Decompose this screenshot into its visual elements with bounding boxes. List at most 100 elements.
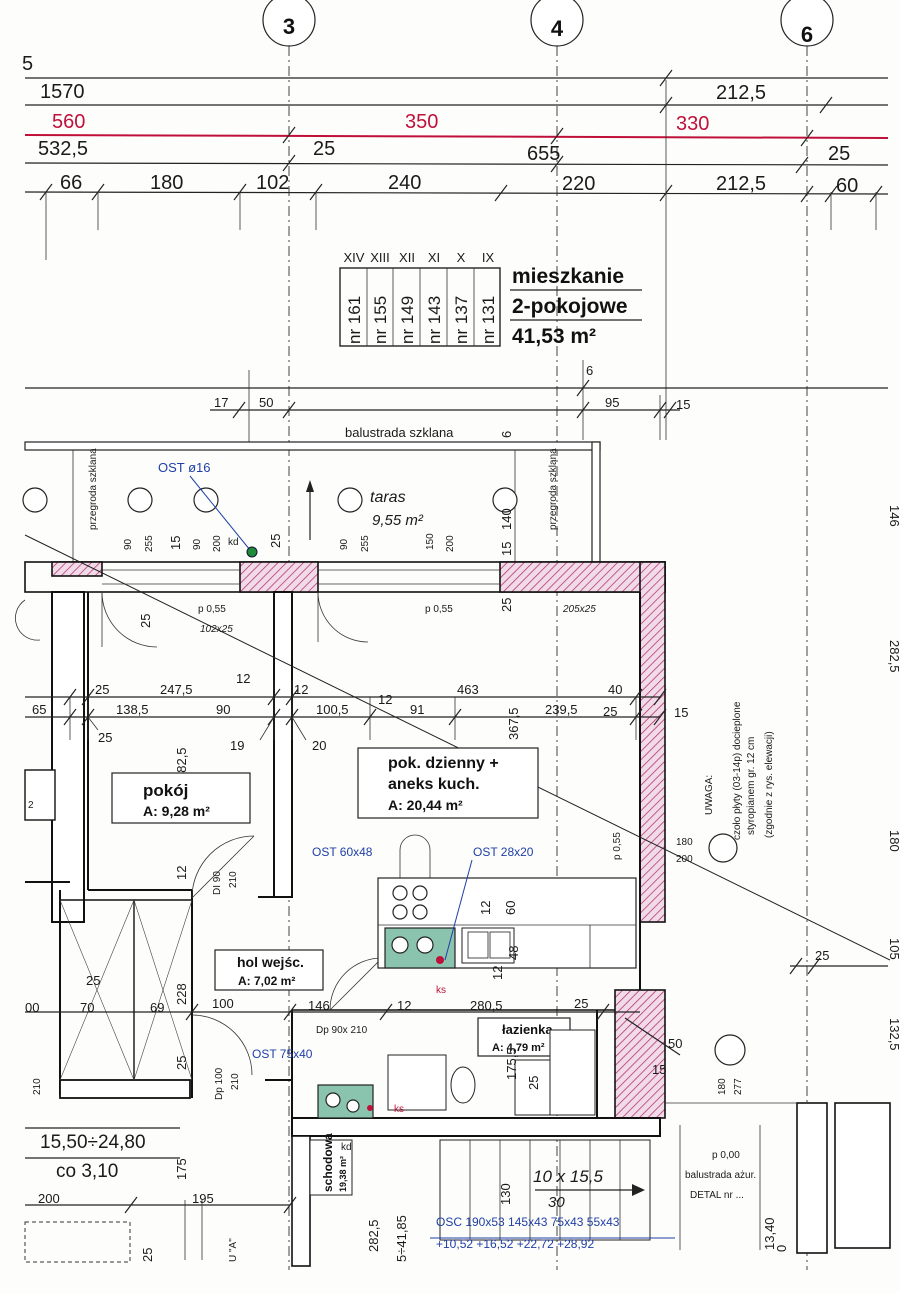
railing-label: balustrada szklana	[345, 425, 454, 440]
balc-25-a: 25	[268, 534, 283, 548]
dim-146-right: 146	[887, 505, 900, 527]
dim-180: 180	[150, 172, 183, 194]
dim-91: 91	[410, 702, 424, 717]
apt-nr-143: nr 143	[425, 296, 444, 344]
dim-12-lo: 12	[397, 998, 411, 1013]
interior-dimensions: 25 247,5 12 12 463 40 65 138,5 90 100,5 …	[25, 671, 688, 780]
axis-markers: 3 4 6	[262, 0, 834, 1270]
dim-212-5: 212,5	[716, 173, 766, 195]
note-line-3: (zgodnie z rys. elewacji)	[764, 731, 775, 838]
level-step: co 3,10	[56, 1161, 118, 1182]
apartment-table: XIV XIII XII XI X IX nr 161 nr 155 nr 14…	[339, 250, 642, 348]
room-box-living	[357, 747, 539, 819]
room-bath-name: łazienka	[502, 1022, 553, 1037]
dim-25-in-c: 25	[98, 730, 112, 745]
dim-228: 228	[174, 983, 189, 1005]
dim-65: 65	[32, 702, 46, 717]
dim-12-k: 12	[478, 901, 493, 915]
door-di90: DI 90	[212, 871, 223, 895]
terrace-area: 9,55 m²	[372, 512, 424, 529]
kd-label-2: kd	[341, 1142, 352, 1153]
axis-label-6: 6	[801, 22, 813, 47]
dim-195: 195	[192, 1191, 214, 1206]
dim-220: 220	[562, 173, 595, 195]
sill-mid: p 0,55	[425, 604, 453, 615]
dim-102: 102	[256, 172, 289, 194]
room-stair-area: 19,38 m²	[338, 1156, 348, 1192]
stair-level: 5÷41,85	[394, 1215, 409, 1262]
dim-175: 175	[174, 1158, 189, 1180]
dim-6-side: 6	[499, 431, 514, 438]
dim-175-5: 175,5	[504, 1047, 519, 1080]
osc-label: OSC 190x53 145x43 75x43 55x43	[436, 1215, 620, 1229]
dim-15-in: 15	[674, 705, 688, 720]
apt-nr-131: nr 131	[479, 296, 498, 344]
dim-70: 70	[80, 1000, 94, 1015]
dim-12-a: 12	[236, 671, 250, 686]
roman-x: X	[457, 250, 466, 265]
apt-nr-155: nr 155	[371, 296, 390, 344]
dim-463: 463	[457, 682, 479, 697]
door-dp100: Dp 100	[214, 1067, 225, 1100]
note-title: UWAGA:	[704, 775, 715, 815]
terrace-name: taras	[370, 489, 406, 506]
ost-75x40-label: OST 75x40	[252, 1047, 313, 1061]
dim-239-5: 239,5	[545, 702, 578, 717]
door-dp100-h: 210	[230, 1073, 241, 1090]
ost-28x20-label: OST 28x20	[473, 845, 534, 859]
dim-12-k2: 12	[490, 966, 505, 980]
dim-25-lo-c: 25	[174, 1056, 189, 1070]
dim-146-lo: 146	[308, 998, 330, 1013]
balc-25-b: 25	[499, 598, 514, 612]
dim-12-b: 12	[294, 682, 308, 697]
door-dp90: Dp 90x 210	[316, 1025, 368, 1036]
dim-12-c: 12	[378, 692, 392, 707]
room-bath-area: A: 4,79 m²	[492, 1042, 545, 1054]
roman-xiii: XIII	[370, 250, 390, 265]
axis-label-4: 4	[551, 16, 564, 41]
dim-90-in: 90	[216, 702, 230, 717]
dim-17: 17	[214, 395, 228, 410]
dim-15-lo: 15	[652, 1062, 666, 1077]
bathroom: OST 75x40 ks Dp 90x 210 Dp 100 210 210 k…	[32, 1025, 596, 1153]
walls: 2	[24, 561, 891, 1267]
room-pokoj-name: pokój	[143, 781, 188, 800]
room-box-stair	[309, 1139, 353, 1196]
dim-532-5: 532,5	[38, 138, 88, 160]
stairs-130: 130	[498, 1183, 513, 1205]
apartment-type: 2-pokojowe	[512, 295, 628, 318]
roman-xii: XII	[399, 250, 415, 265]
ks-label-2: ks	[394, 1104, 404, 1115]
level-info: 15,50÷24,80 co 3,10 U "A"	[25, 1127, 239, 1262]
dim-25-lo-d: 25	[140, 1248, 155, 1262]
room-pokoj-area: A: 9,28 m²	[143, 803, 210, 819]
sill-left: p 0,55	[198, 604, 226, 615]
win-180-right: 180	[676, 837, 693, 848]
dim-25-right: 25	[815, 948, 829, 963]
dim-25-a: 25	[313, 138, 335, 160]
window-labels: p 0,55 102x25 p 0,55 205x25	[198, 604, 596, 635]
dim-282-5-right: 282,5	[887, 640, 900, 673]
dim-00: 00	[25, 1000, 39, 1015]
room-box-hall	[214, 949, 324, 991]
dim-40: 40	[608, 682, 622, 697]
corner-p000: p 0,00	[712, 1150, 740, 1161]
ks-label-1: ks	[436, 985, 446, 996]
balc-90-b: 90	[192, 538, 203, 550]
stairs-dim: 10 x 15,5	[533, 1167, 603, 1186]
apt-nr-149: nr 149	[398, 296, 417, 344]
note-line-2: styropianem gr. 12 cm	[746, 737, 757, 835]
column-label-2: 2	[28, 800, 34, 811]
dim-60: 60	[836, 175, 858, 197]
balc-25-c: 25	[138, 614, 153, 628]
roman-xiv: XIV	[344, 250, 365, 265]
apartment-area: 41,53 m²	[512, 325, 596, 348]
dim-180-right: 180	[887, 830, 900, 852]
dim-25-b: 25	[828, 143, 850, 165]
dim-25-bath: 25	[526, 1076, 541, 1090]
door-di90-h: 210	[228, 871, 239, 888]
room-hall-name: hol wejśc.	[237, 954, 304, 970]
dim-19: 19	[230, 738, 244, 753]
balc-255-b: 255	[360, 535, 371, 552]
